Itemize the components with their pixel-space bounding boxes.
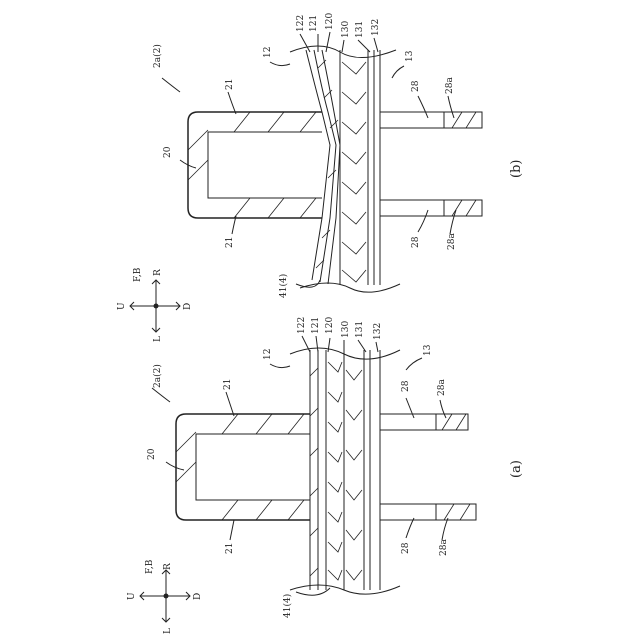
label-132-a: 132 (373, 323, 383, 340)
label-120-b: 120 (325, 13, 335, 30)
bracket-hatching-b (188, 112, 316, 218)
label-28a-bottom-a: 28a (439, 539, 449, 556)
dir-fb-a: F,B (145, 559, 155, 574)
label-122-b: 122 (296, 15, 306, 32)
dir-u-b: U (117, 302, 127, 310)
label-12-a: 12 (263, 349, 273, 360)
direction-indicator-a: F,B R U D L (127, 559, 203, 634)
label-41-b: 41(4) (278, 274, 289, 298)
label-21-bottom-b: 21 (225, 237, 235, 248)
label-2a-a: 2a(2) (152, 364, 163, 388)
label-28a-bottom-b: 28a (447, 233, 457, 250)
label-122-a: 122 (297, 317, 307, 334)
label-131-b: 131 (355, 21, 365, 38)
break-top-a (290, 348, 400, 359)
dir-r-b: R (153, 269, 163, 276)
label-13-b: 13 (405, 50, 415, 62)
break-bottom-b (300, 283, 400, 292)
break-bottom-a (290, 585, 400, 594)
label-130-a: 130 (341, 321, 351, 338)
dir-r-a: R (163, 563, 173, 570)
dir-l-a: L (163, 628, 173, 634)
label-121-a: 121 (311, 317, 321, 334)
label-132-b: 132 (371, 19, 381, 36)
label-28-bottom-b: 28 (411, 236, 421, 248)
label-12-b: 12 (263, 47, 273, 58)
label-20-a: 20 (147, 448, 157, 460)
pin-28-top-a (380, 414, 468, 430)
dir-fb-b: F,B (133, 267, 143, 282)
bracket-20-inner-a (196, 434, 310, 500)
pin-28-bottom-b (380, 200, 482, 216)
label-21-top-b: 21 (225, 79, 235, 90)
label-2a-b: 2a(2) (152, 44, 163, 68)
caption-b: (b) (509, 160, 524, 178)
direction-indicator-b: F,B R U D L (117, 267, 193, 342)
label-28a-top-a: 28a (437, 379, 447, 396)
dir-d-a: D (193, 593, 203, 600)
dir-u-a: U (127, 592, 137, 600)
label-28-top-a: 28 (401, 380, 411, 392)
label-120-a: 120 (325, 317, 335, 334)
pin-28-top-b (380, 112, 482, 128)
dir-d-b: D (183, 303, 193, 310)
label-21-bottom-a: 21 (225, 543, 235, 554)
label-28a-top-b: 28a (445, 77, 455, 94)
label-121-b: 121 (309, 15, 319, 32)
figure-a: 2a(2) 21 20 21 12 122 121 120 130 131 13… (147, 317, 524, 618)
dir-l-b: L (153, 336, 163, 342)
bracket-hatching-a (176, 414, 304, 520)
label-130-b: 130 (341, 21, 351, 38)
label-20-b: 20 (163, 146, 173, 158)
label-28-top-b: 28 (411, 80, 421, 92)
label-13-a: 13 (423, 344, 433, 356)
label-41-a: 41(4) (282, 594, 293, 618)
label-21-top-a: 21 (223, 379, 233, 390)
figure-b: 2a(2) 21 20 21 12 122 121 120 130 131 13… (152, 13, 524, 298)
layer-122-b (306, 50, 330, 280)
bracket-20-inner-b (208, 132, 322, 198)
label-28-bottom-a: 28 (401, 542, 411, 554)
label-131-a: 131 (355, 321, 365, 338)
caption-a: (a) (509, 460, 524, 478)
